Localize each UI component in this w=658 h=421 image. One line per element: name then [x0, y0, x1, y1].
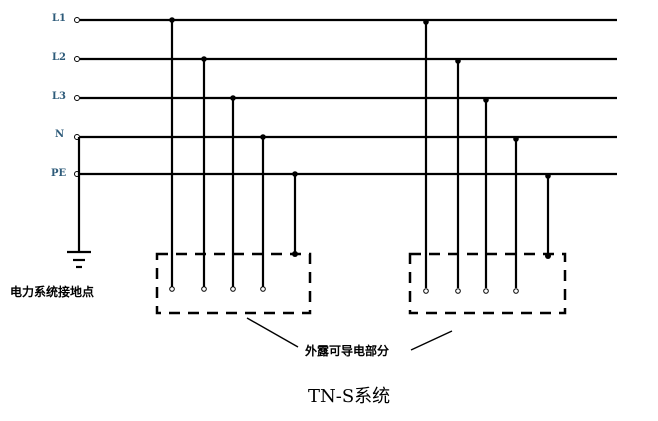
ground-icon: [67, 250, 91, 269]
label-n: N: [55, 129, 65, 140]
label-l2: L2: [52, 52, 66, 63]
leader-lines: [246, 317, 453, 351]
conductor-lines: [80, 18, 617, 176]
ground-point-label: 电力系统接地点: [10, 285, 95, 299]
exposed-parts-label: 外露可导电部分: [305, 344, 390, 358]
equipment-group-1: [155, 17, 312, 315]
terminal-circles: [74, 17, 80, 177]
label-l3: L3: [52, 91, 66, 102]
equipment-group-2: [408, 19, 567, 315]
exposed-part-box-2: [408, 252, 567, 315]
diagram-title: TN-S系统: [308, 386, 391, 407]
exposed-part-box-1: [155, 252, 312, 315]
label-pe: PE: [51, 168, 67, 179]
label-l1: L1: [52, 13, 66, 24]
